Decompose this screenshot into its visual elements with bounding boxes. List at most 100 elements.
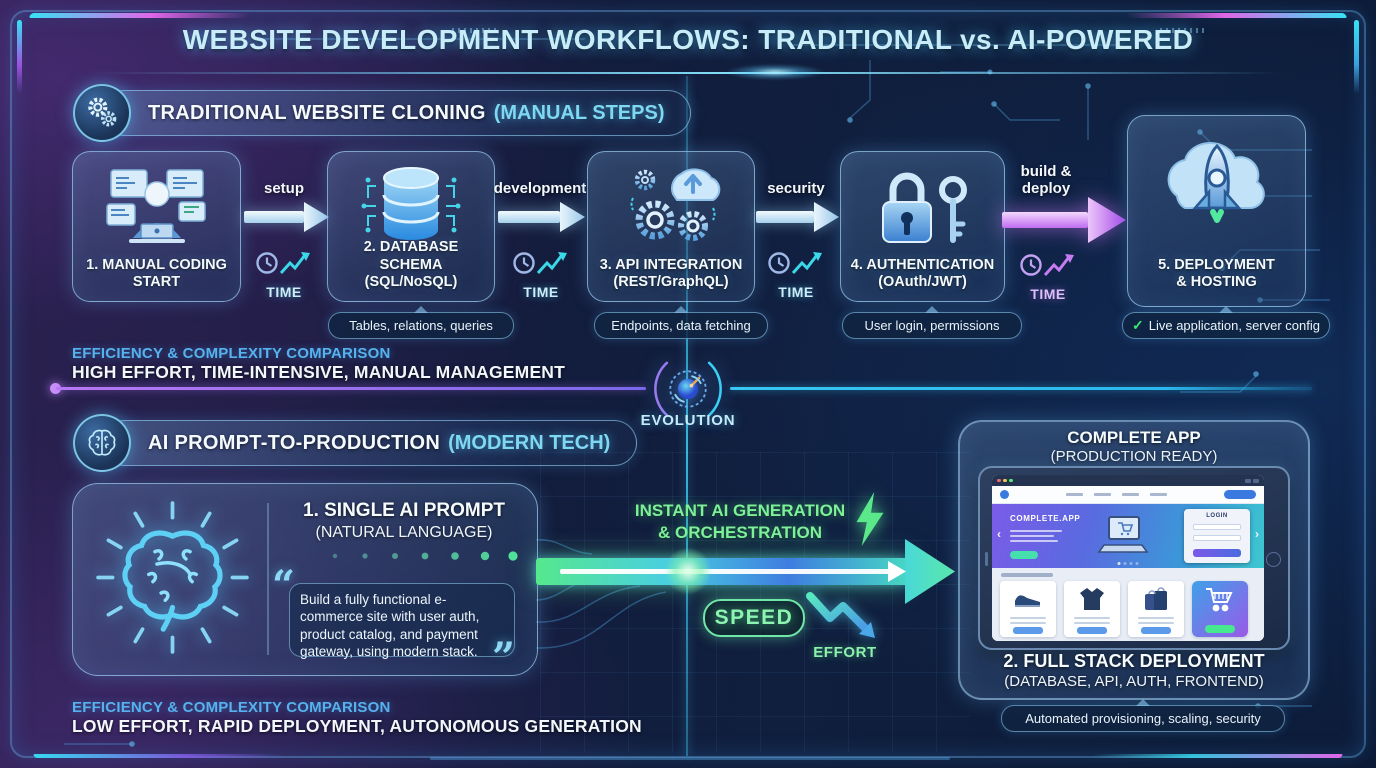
app-screen: COMPLETE.APP LOGIN — [992, 475, 1264, 641]
api-cloud-gears-icon — [588, 164, 754, 250]
tablet-home-button — [1266, 552, 1281, 567]
cart-card — [1192, 581, 1248, 637]
arrow-flare — [664, 547, 712, 595]
arrow-label-security: security — [767, 180, 825, 197]
prompt-subtitle: (NATURAL LANGUAGE) — [315, 524, 493, 541]
arrow-label-setup: setup — [263, 180, 304, 197]
tooltip-deployment: ✓ Live application, server config — [1122, 306, 1330, 339]
ai-flow-arrow-head — [905, 539, 955, 604]
cart-button — [1205, 625, 1235, 633]
corner-accent — [32, 754, 286, 758]
clock-trend-icon — [768, 252, 822, 275]
close-quote-icon: ” — [492, 634, 516, 681]
page-title: WEBSITE DEVELOPMENT WORKFLOWS: TRADITION… — [182, 24, 1194, 55]
time-cost-badge: TIME — [252, 244, 316, 300]
prompt-quote-text: Build a fully functional e-commerce site… — [289, 583, 515, 659]
ai-section-header: AI PROMPT-TO-PRODUCTION (MODERN TECH) — [73, 414, 638, 472]
step-manual-coding: 1. MANUAL CODING START — [72, 151, 241, 302]
ai-section-title: AI PROMPT-TO-PRODUCTION (MODERN TECH) — [101, 420, 638, 466]
login-title: LOGIN — [1206, 513, 1228, 519]
product-card-bag — [1128, 581, 1184, 637]
divider-dot — [50, 383, 61, 394]
carousel-left-icon: ‹ — [997, 527, 1001, 541]
product-button — [1077, 627, 1107, 634]
nav-cta-button — [1224, 490, 1256, 499]
cloud-rocket-icon — [1128, 134, 1305, 246]
time-cost-badge: TIME — [1016, 246, 1080, 302]
clock-trend-icon — [513, 252, 567, 275]
time-cost-badge: TIME — [509, 244, 573, 300]
title-divider-flare — [725, 64, 825, 80]
product-card-shirt — [1064, 581, 1120, 637]
flow-arrow-deploy — [1002, 197, 1126, 243]
result-subtitle: (PRODUCTION READY) — [1050, 448, 1218, 465]
brain-icon — [73, 414, 131, 472]
flow-arrow — [498, 202, 585, 232]
deployment-subtitle: (DATABASE, API, AUTH, FRONTEND) — [1004, 673, 1264, 690]
products-heading-bar — [1001, 573, 1053, 577]
instant-generation-label: INSTANT AI GENERATION & ORCHESTRATION — [634, 501, 846, 542]
database-icon — [328, 164, 494, 250]
time-cost-badge: TIME — [764, 244, 828, 300]
flow-arrow — [756, 202, 839, 232]
traditional-section-header: TRADITIONAL WEBSITE CLONING (MANUAL STEP… — [73, 84, 692, 142]
carousel-dots — [1117, 562, 1139, 565]
divider-line-right — [730, 387, 1312, 390]
ai-title-paren: (MODERN TECH) — [448, 431, 611, 454]
app-brand: COMPLETE.APP — [1010, 514, 1081, 523]
username-field — [1193, 524, 1241, 530]
evolution-label: EVOLUTION — [640, 412, 736, 429]
password-field — [1193, 535, 1241, 541]
result-title: COMPLETE APP — [1067, 428, 1201, 447]
step-authentication: 4. AUTHENTICATION (OAuth/JWT) — [840, 151, 1005, 302]
clock-trend-icon — [1020, 254, 1074, 277]
comparison-heading: EFFICIENCY & COMPLEXITY COMPARISON — [72, 345, 391, 362]
corner-accent — [430, 757, 950, 760]
inner-arrow — [560, 569, 890, 574]
step-label: 2. DATABASE SCHEMA (SQL/NoSQL) — [363, 238, 459, 291]
gears-icon — [73, 84, 131, 142]
ai-title-text: AI PROMPT-TO-PRODUCTION — [148, 431, 441, 454]
flow-arrow — [244, 202, 329, 232]
step-deployment-hosting: 5. DEPLOYMENT & HOSTING — [1127, 115, 1306, 307]
step-label: 5. DEPLOYMENT & HOSTING — [1158, 256, 1275, 291]
corner-accent — [1124, 13, 1348, 18]
divider-line-left — [56, 387, 646, 390]
tooltip-autodeploy: Automated provisioning, scaling, securit… — [1001, 699, 1285, 732]
traditional-section-title: TRADITIONAL WEBSITE CLONING (MANUAL STEP… — [101, 90, 692, 136]
clock-trend-icon — [256, 252, 310, 275]
effort-down-arrow-icon — [805, 590, 885, 647]
tooltip-api: Endpoints, data fetching — [594, 306, 768, 339]
check-icon: ✓ — [1132, 317, 1144, 333]
tablet-camera — [985, 552, 988, 566]
product-button — [1013, 627, 1043, 634]
evolution-emblem-icon — [650, 351, 726, 432]
complete-app-panel: COMPLETE APP (PRODUCTION READY) COMPLETE… — [958, 420, 1310, 700]
shoe-icon — [1000, 585, 1056, 611]
laptop-icon — [1097, 516, 1149, 553]
comparison-text: HIGH EFFORT, TIME-INTENSIVE, MANUAL MANA… — [72, 362, 566, 382]
comparison-text: LOW EFFORT, RAPID DEPLOYMENT, AUTONOMOUS… — [72, 716, 642, 736]
app-logo — [1000, 490, 1009, 499]
login-button — [1193, 549, 1241, 557]
traditional-title-text: TRADITIONAL WEBSITE CLONING — [148, 101, 486, 124]
glowing-brain-icon — [95, 500, 250, 660]
hero-cta-button — [1010, 551, 1038, 559]
corner-accent — [28, 13, 252, 18]
ai-comparison: EFFICIENCY & COMPLEXITY COMPARISON LOW E… — [72, 699, 642, 737]
tshirt-icon — [1064, 585, 1120, 613]
nav-links — [1066, 493, 1167, 496]
speed-badge: SPEED — [703, 599, 805, 637]
app-navbar — [992, 486, 1264, 504]
prompt-box-divider — [267, 503, 269, 655]
step-label: 3. API INTEGRATION (REST/GraphQL) — [599, 256, 743, 291]
step-api-integration: 3. API INTEGRATION (REST/GraphQL) — [587, 151, 755, 302]
carousel-right-icon: › — [1255, 527, 1259, 541]
tablet-mockup: COMPLETE.APP LOGIN — [978, 466, 1290, 650]
tooltip-auth: User login, permissions — [842, 306, 1022, 339]
tick-marks-decoration — [452, 28, 498, 33]
traditional-comparison: EFFICIENCY & COMPLEXITY COMPARISON HIGH … — [72, 345, 565, 383]
lock-key-icon — [841, 164, 1004, 250]
deployment-title: 2. FULL STACK DEPLOYMENT — [1003, 651, 1265, 671]
